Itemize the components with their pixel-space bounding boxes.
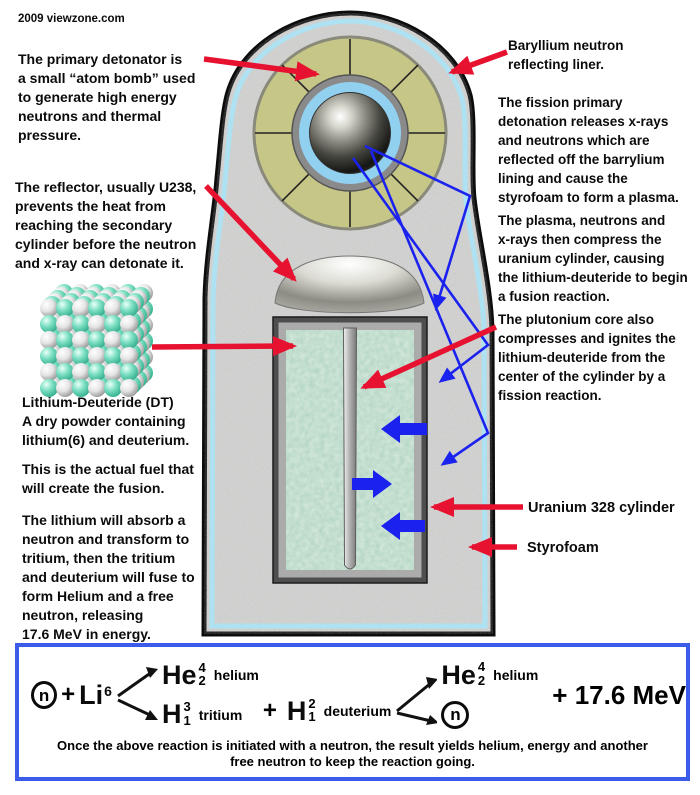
crystal-ball <box>56 363 74 381</box>
annotation-fission-primary: The fission primary detonation releases … <box>498 95 679 205</box>
compression-arrow-right-from-rod <box>352 470 392 498</box>
crystal-ball <box>72 331 90 349</box>
fission-primary-assembly <box>252 35 448 231</box>
u238-reflector-dome <box>274 255 425 314</box>
credit-text: 2009 viewzone.com <box>18 13 125 25</box>
pointer-arrows <box>151 49 523 557</box>
annotation-fuel: This is the actual fuel that will create… <box>22 461 194 496</box>
crystal-ball <box>88 379 106 397</box>
crystal-ball <box>88 347 106 365</box>
pointer-reflector <box>204 184 297 282</box>
pointer-lithium-crystal <box>151 336 297 357</box>
crystal-ball <box>88 331 106 349</box>
annotation-plasma-compression: The plasma, neutrons and x-rays then com… <box>498 213 688 304</box>
energy-yield-label: + 17.6 MeV <box>552 679 686 710</box>
neutron-symbol-1: n <box>31 681 58 709</box>
xray-ray-3 <box>369 150 490 466</box>
crystal-ball <box>120 331 138 349</box>
branch-arrows-right <box>396 677 438 725</box>
neutron-symbol-2: n <box>441 700 470 729</box>
reaction-caption: Once the above reaction is initiated wit… <box>57 738 648 769</box>
crystal-ball <box>72 379 90 397</box>
crystal-ball <box>40 347 58 365</box>
primary-core-sphere <box>309 92 391 174</box>
crystal-ball <box>104 363 122 381</box>
lithium6-symbol: Li6 <box>79 679 112 710</box>
plus-sign-2: + <box>262 697 277 725</box>
pointer-plutonium-core <box>360 324 498 390</box>
beryllium-lining <box>209 18 488 629</box>
compression-arrow-left-upper <box>381 415 427 443</box>
compression-arrows <box>352 415 427 540</box>
crystal-ball <box>88 363 106 381</box>
xray-ray-1 <box>364 144 472 311</box>
crystal-ball <box>88 315 106 333</box>
annotation-beryllium-liner: Baryllium neutron reflecting liner. <box>508 38 624 72</box>
plus-sign-1: + <box>61 681 76 708</box>
crystal-ball <box>40 315 58 333</box>
crystal-ball <box>72 363 90 381</box>
crystal-ball <box>120 347 138 365</box>
crystal-ball <box>56 331 74 349</box>
crystal-ball <box>56 347 74 365</box>
crystal-ball <box>40 363 58 381</box>
crystal-ball <box>104 299 122 317</box>
crystal-ball <box>72 347 90 365</box>
crystal-ball <box>72 299 90 317</box>
crystal-ball <box>120 379 138 397</box>
crystal-ball <box>40 299 58 317</box>
annotation-reflector: The reflector, usually U238, prevents th… <box>15 179 197 271</box>
crystal-ball <box>72 315 90 333</box>
annotation-primary-detonator: The primary detonator is a small “atom b… <box>18 51 196 143</box>
pointer-beryllium-liner <box>448 49 508 75</box>
crystal-ball <box>104 315 122 333</box>
pointer-primary-detonator <box>203 56 320 82</box>
label-uranium-cylinder: Uranium 328 cylinder <box>528 500 675 516</box>
annotation-plutonium-core: The plutonium core also compresses and i… <box>498 312 676 403</box>
annotation-fusion-process: The lithium will absorb a neutron and tr… <box>22 512 195 642</box>
crystal-ball <box>56 315 74 333</box>
lithium-deuteride-crystal <box>40 284 153 397</box>
primary-lens-spokes <box>255 39 445 227</box>
plutonium-spark-plug-rod <box>342 327 358 570</box>
crystal-ball <box>104 347 122 365</box>
crystal-ball <box>104 331 122 349</box>
crystal-ball <box>120 363 138 381</box>
compression-arrow-left-lower <box>381 512 425 540</box>
crystal-ball <box>56 299 74 317</box>
deuterium-word: deuterium <box>323 703 392 720</box>
label-styrofoam: Styrofoam <box>527 540 599 556</box>
crystal-ball <box>40 331 58 349</box>
xray-reflection-rays <box>351 144 490 466</box>
crystal-ball <box>40 379 58 397</box>
crystal-ball <box>88 299 106 317</box>
helium-word-1: helium <box>213 667 259 684</box>
tritium-word: tritium <box>198 706 243 723</box>
crystal-ball <box>104 379 122 397</box>
crystal-ball <box>56 379 74 397</box>
annotation-lithium-deuteride: Lithium-Deuteride (DT) A dry powder cont… <box>22 394 190 448</box>
branch-arrows-left <box>117 667 158 720</box>
helium-word-2: helium <box>493 667 539 683</box>
crystal-ball <box>120 315 138 333</box>
xray-ray-2 <box>351 157 490 383</box>
secondary-cylinder <box>272 316 428 584</box>
crystal-ball <box>120 299 138 317</box>
